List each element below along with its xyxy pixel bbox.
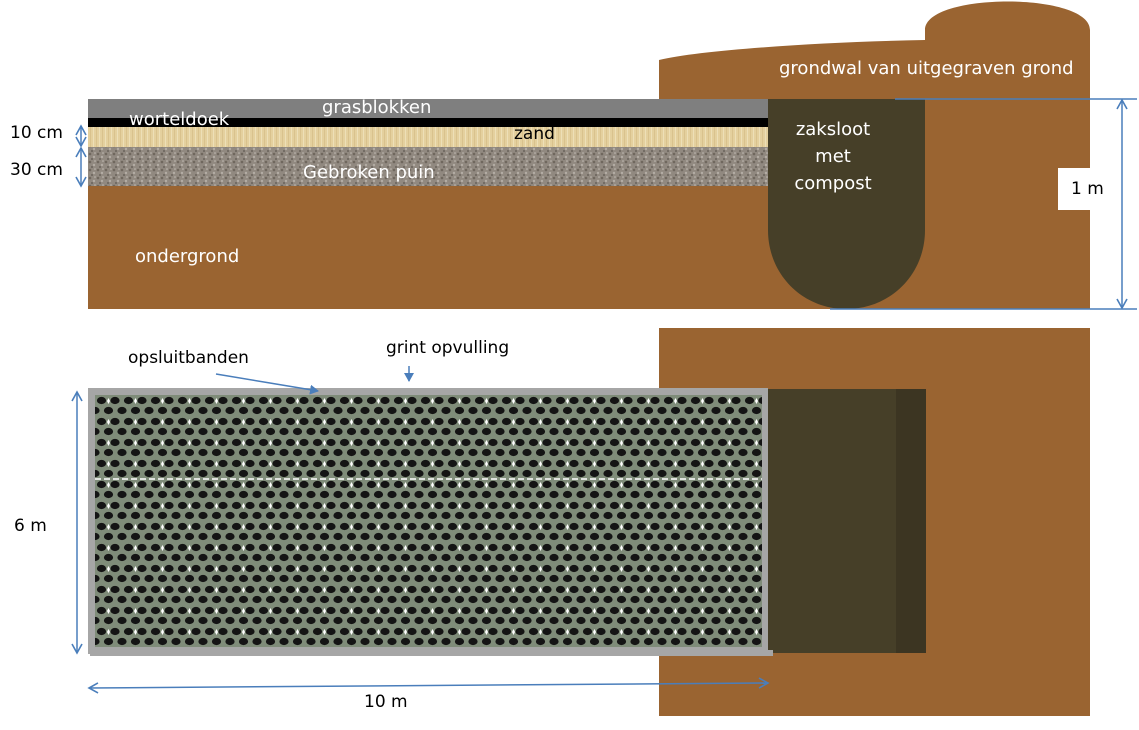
grint-label: grint opvulling	[386, 338, 510, 358]
opsluitbanden-bottom-edge	[90, 650, 773, 656]
grondwal-shape	[659, 1, 1090, 99]
grasblokken-layer	[88, 99, 768, 118]
grasblokken-grid	[95, 395, 762, 647]
zaksloot-label-line3: compost	[794, 173, 872, 194]
zaksloot-label-line2: met	[815, 146, 851, 167]
worteldoek-label: worteldoek	[129, 109, 230, 130]
worteldoek-layer	[88, 118, 768, 127]
dim-sand-label: 10 cm	[10, 123, 63, 143]
dim-depth-label: 1 m	[1071, 179, 1104, 199]
puin-layer	[88, 147, 768, 186]
opsluitbanden-label: opsluitbanden	[128, 348, 249, 368]
depth-label-box	[1058, 168, 1120, 210]
opsluitbanden-arrow	[215, 373, 319, 395]
ondergrond-label: ondergrond	[135, 246, 240, 267]
cross-section	[75, 1, 1137, 310]
zaksloot-label-line1: zaksloot	[795, 119, 871, 140]
length-dim-arrow	[87, 677, 770, 694]
zand-label: zand	[514, 124, 555, 144]
width-label: 6 m	[14, 516, 47, 536]
grondwal-label: grondwal van uitgegraven grond	[779, 58, 1074, 79]
plan-view	[71, 328, 1090, 716]
zaksloot-shape	[768, 99, 925, 309]
zand-layer	[88, 127, 768, 147]
zaksloot-plan-edge	[896, 389, 926, 653]
gebroken-puin-label: Gebroken puin	[303, 162, 435, 183]
length-label: 10 m	[364, 692, 408, 712]
grasblokken-label: grasblokken	[322, 97, 432, 118]
dim-puin-label: 30 cm	[10, 160, 63, 180]
